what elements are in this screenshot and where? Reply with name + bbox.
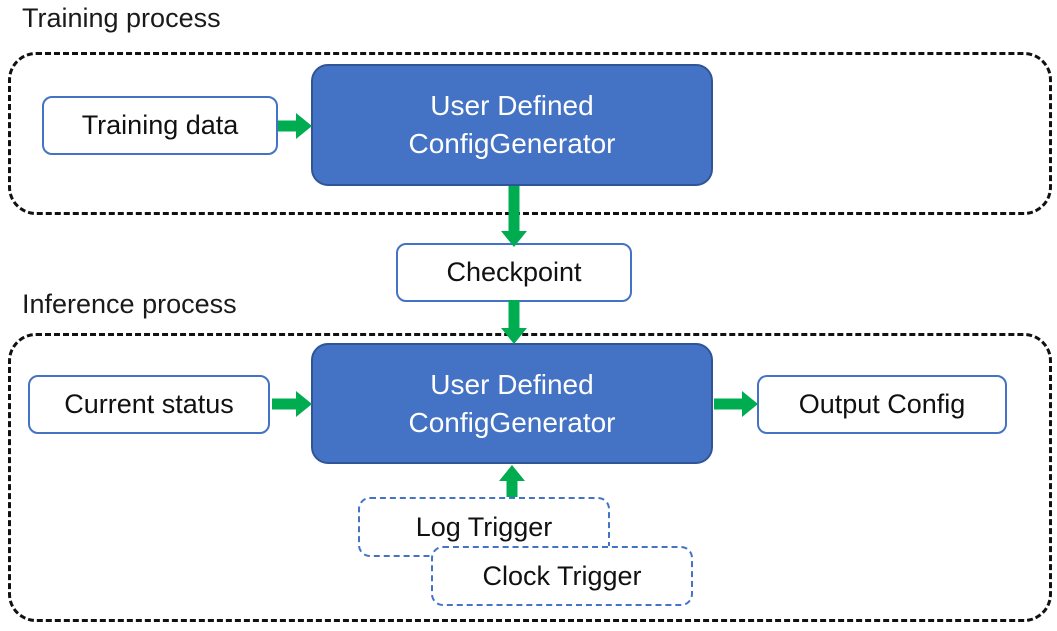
current-status-box: Current status [28, 375, 270, 434]
output-config-label: Output Config [798, 389, 966, 419]
checkpoint-box: Checkpoint [396, 243, 632, 302]
inference-process-container [8, 333, 1052, 622]
training-process-label: Training process [22, 3, 221, 33]
training-config-generator-box: User Defined ConfigGenerator [311, 64, 713, 186]
inference-process-label: Inference process [22, 289, 237, 319]
checkpoint-label: Checkpoint [446, 257, 582, 287]
training-data-label: Training data [81, 110, 239, 140]
inference-config-generator-line1: User Defined [430, 368, 594, 400]
output-config-box: Output Config [757, 375, 1007, 434]
training-data-box: Training data [42, 96, 278, 155]
training-config-generator-line1: User Defined [430, 90, 594, 121]
inference-config-generator-line2: ConfigGenerator [408, 406, 616, 438]
clock-trigger-label: Clock Trigger [482, 560, 642, 591]
log-trigger-label: Log Trigger [415, 511, 553, 542]
training-config-generator-line2: ConfigGenerator [408, 128, 616, 159]
clock-trigger-box: Clock Trigger [431, 546, 693, 606]
current-status-label: Current status [64, 389, 234, 419]
inference-config-generator-box: User Defined ConfigGenerator [311, 343, 713, 464]
training-process-container [8, 52, 1052, 215]
